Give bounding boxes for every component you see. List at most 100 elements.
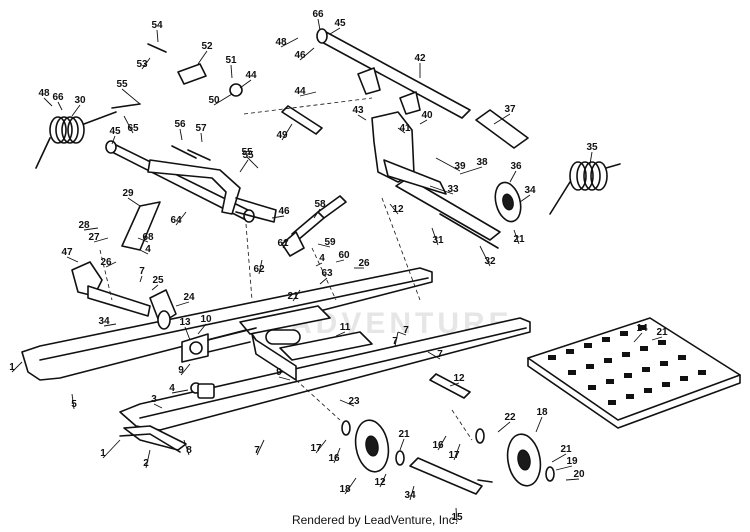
part-callout: 4	[145, 244, 151, 255]
part-callout: 52	[201, 41, 213, 52]
part-callout: 54	[151, 20, 163, 31]
callout-leader	[213, 93, 233, 106]
callout-leader	[589, 151, 593, 165]
callout-leader	[282, 239, 289, 249]
callout-leader	[256, 439, 265, 456]
callout-leader	[105, 261, 117, 268]
part-callout: 11	[340, 322, 351, 333]
part-callout: 65	[127, 123, 139, 134]
part-callout: 22	[504, 412, 516, 423]
callout-leader	[184, 326, 191, 341]
part-callout: 34	[524, 185, 536, 196]
callout-leader	[103, 323, 117, 327]
part-callout: 1	[9, 362, 15, 373]
part-callout: 7	[392, 336, 398, 347]
callout-leader	[315, 262, 323, 267]
part-callout: 41	[399, 123, 411, 134]
part-callout: 14	[636, 323, 648, 334]
part-callout: 46	[278, 206, 290, 217]
callout-leader	[513, 229, 520, 245]
reference-lines	[99, 97, 473, 441]
part-callout: 59	[324, 237, 336, 248]
callout-leader	[453, 443, 461, 461]
part-callout: 49	[276, 130, 288, 141]
part-callout: 44	[294, 86, 306, 97]
callout-leader	[389, 203, 399, 215]
callout-leader	[335, 259, 345, 263]
callout-leader	[315, 439, 327, 454]
part-callout: 50	[208, 95, 220, 106]
callout-leader	[344, 477, 357, 495]
callout-leader	[43, 97, 53, 107]
callout-leader	[455, 507, 458, 523]
callout-leader	[493, 113, 511, 125]
part-callout: 2	[143, 458, 149, 469]
callout-leader	[281, 123, 293, 141]
part-callout: 28	[78, 220, 90, 231]
callout-leader	[121, 88, 141, 105]
part-callout: 55	[116, 79, 128, 90]
slide-rails	[21, 267, 531, 453]
part-callout: 36	[510, 161, 522, 172]
callout-leader	[171, 389, 189, 394]
callout-leader	[239, 79, 252, 89]
callout-leader	[139, 249, 149, 255]
part-callout: 62	[253, 264, 265, 275]
shock-absorber	[281, 195, 347, 257]
rear-arm-assembly	[281, 28, 621, 249]
callout-leader	[379, 473, 387, 488]
callout-leader	[127, 197, 141, 207]
callout-leader	[93, 237, 109, 243]
callout-leader	[519, 194, 531, 203]
part-callout: 13	[179, 317, 191, 328]
part-callout: 8	[186, 445, 192, 456]
callout-leader	[509, 170, 517, 183]
part-callout: 53	[136, 59, 148, 70]
callout-leader	[535, 416, 543, 433]
callout-leader	[230, 64, 233, 79]
part-callout: 10	[200, 314, 212, 325]
part-callout: 7	[403, 325, 409, 336]
part-callout: 27	[88, 232, 100, 243]
callout-leader	[651, 336, 663, 341]
part-callout: 45	[334, 18, 346, 29]
callout-leader	[271, 215, 285, 219]
callout-leader	[141, 57, 151, 70]
part-callout: 24	[183, 292, 195, 303]
part-callout: 51	[225, 55, 237, 66]
part-callout: 12	[453, 373, 465, 384]
callout-leader	[633, 332, 643, 343]
callout-leader	[57, 101, 63, 111]
part-callout: 55	[241, 147, 253, 158]
part-callout: 58	[314, 199, 326, 210]
callout-leader	[317, 18, 321, 31]
credit-line: Rendered by LeadVenture, Inc.	[291, 513, 459, 527]
callout-leader	[429, 185, 454, 195]
callout-leader	[145, 449, 151, 469]
callout-leader	[83, 227, 99, 231]
part-callout: 40	[421, 110, 433, 121]
part-callout: 46	[294, 50, 306, 61]
part-callout: 57	[195, 123, 207, 134]
part-callout: 34	[404, 490, 416, 501]
part-callout: 32	[484, 256, 496, 267]
part-callout: 64	[170, 215, 182, 226]
part-callout: 17	[448, 450, 460, 461]
small-hardware	[147, 43, 243, 399]
part-callout: 7	[139, 266, 145, 277]
callout-leader	[339, 399, 355, 407]
part-callout: 23	[348, 396, 360, 407]
callout-leader	[200, 132, 203, 143]
part-callout: 16	[328, 453, 340, 464]
callout-leader	[71, 104, 81, 117]
part-callout: 68	[142, 232, 154, 243]
part-callout: 44	[245, 70, 257, 81]
callout-leader	[419, 119, 428, 125]
track-section	[527, 317, 741, 429]
callout-leader	[333, 447, 341, 464]
part-callout: 20	[573, 469, 585, 480]
callout-leader	[11, 361, 23, 373]
part-callout: 18	[339, 484, 351, 495]
callout-leader	[123, 115, 134, 134]
